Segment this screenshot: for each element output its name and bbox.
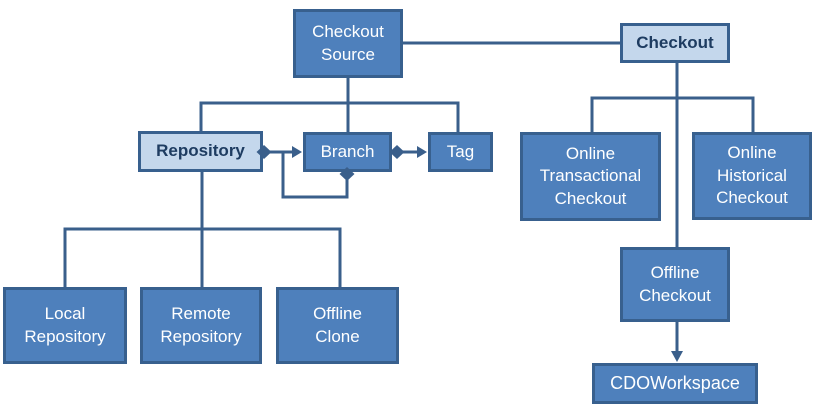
node-cdoworkspace: CDOWorkspace <box>592 363 758 404</box>
node-online-transactional-checkout: Online Transactional Checkout <box>520 132 661 221</box>
node-local-repository: Local Repository <box>3 287 127 364</box>
node-remote-repository: Remote Repository <box>140 287 262 364</box>
node-offline-checkout: Offline Checkout <box>620 247 730 322</box>
node-branch: Branch <box>303 132 392 172</box>
connector-line <box>281 152 349 199</box>
node-checkout: Checkout <box>620 23 730 63</box>
node-checkout-source: Checkout Source <box>293 9 403 78</box>
node-online-historical-checkout: Online Historical Checkout <box>692 132 812 220</box>
node-repository: Repository <box>138 131 263 172</box>
node-offline-clone: Offline Clone <box>276 287 399 364</box>
node-tag: Tag <box>428 132 493 172</box>
